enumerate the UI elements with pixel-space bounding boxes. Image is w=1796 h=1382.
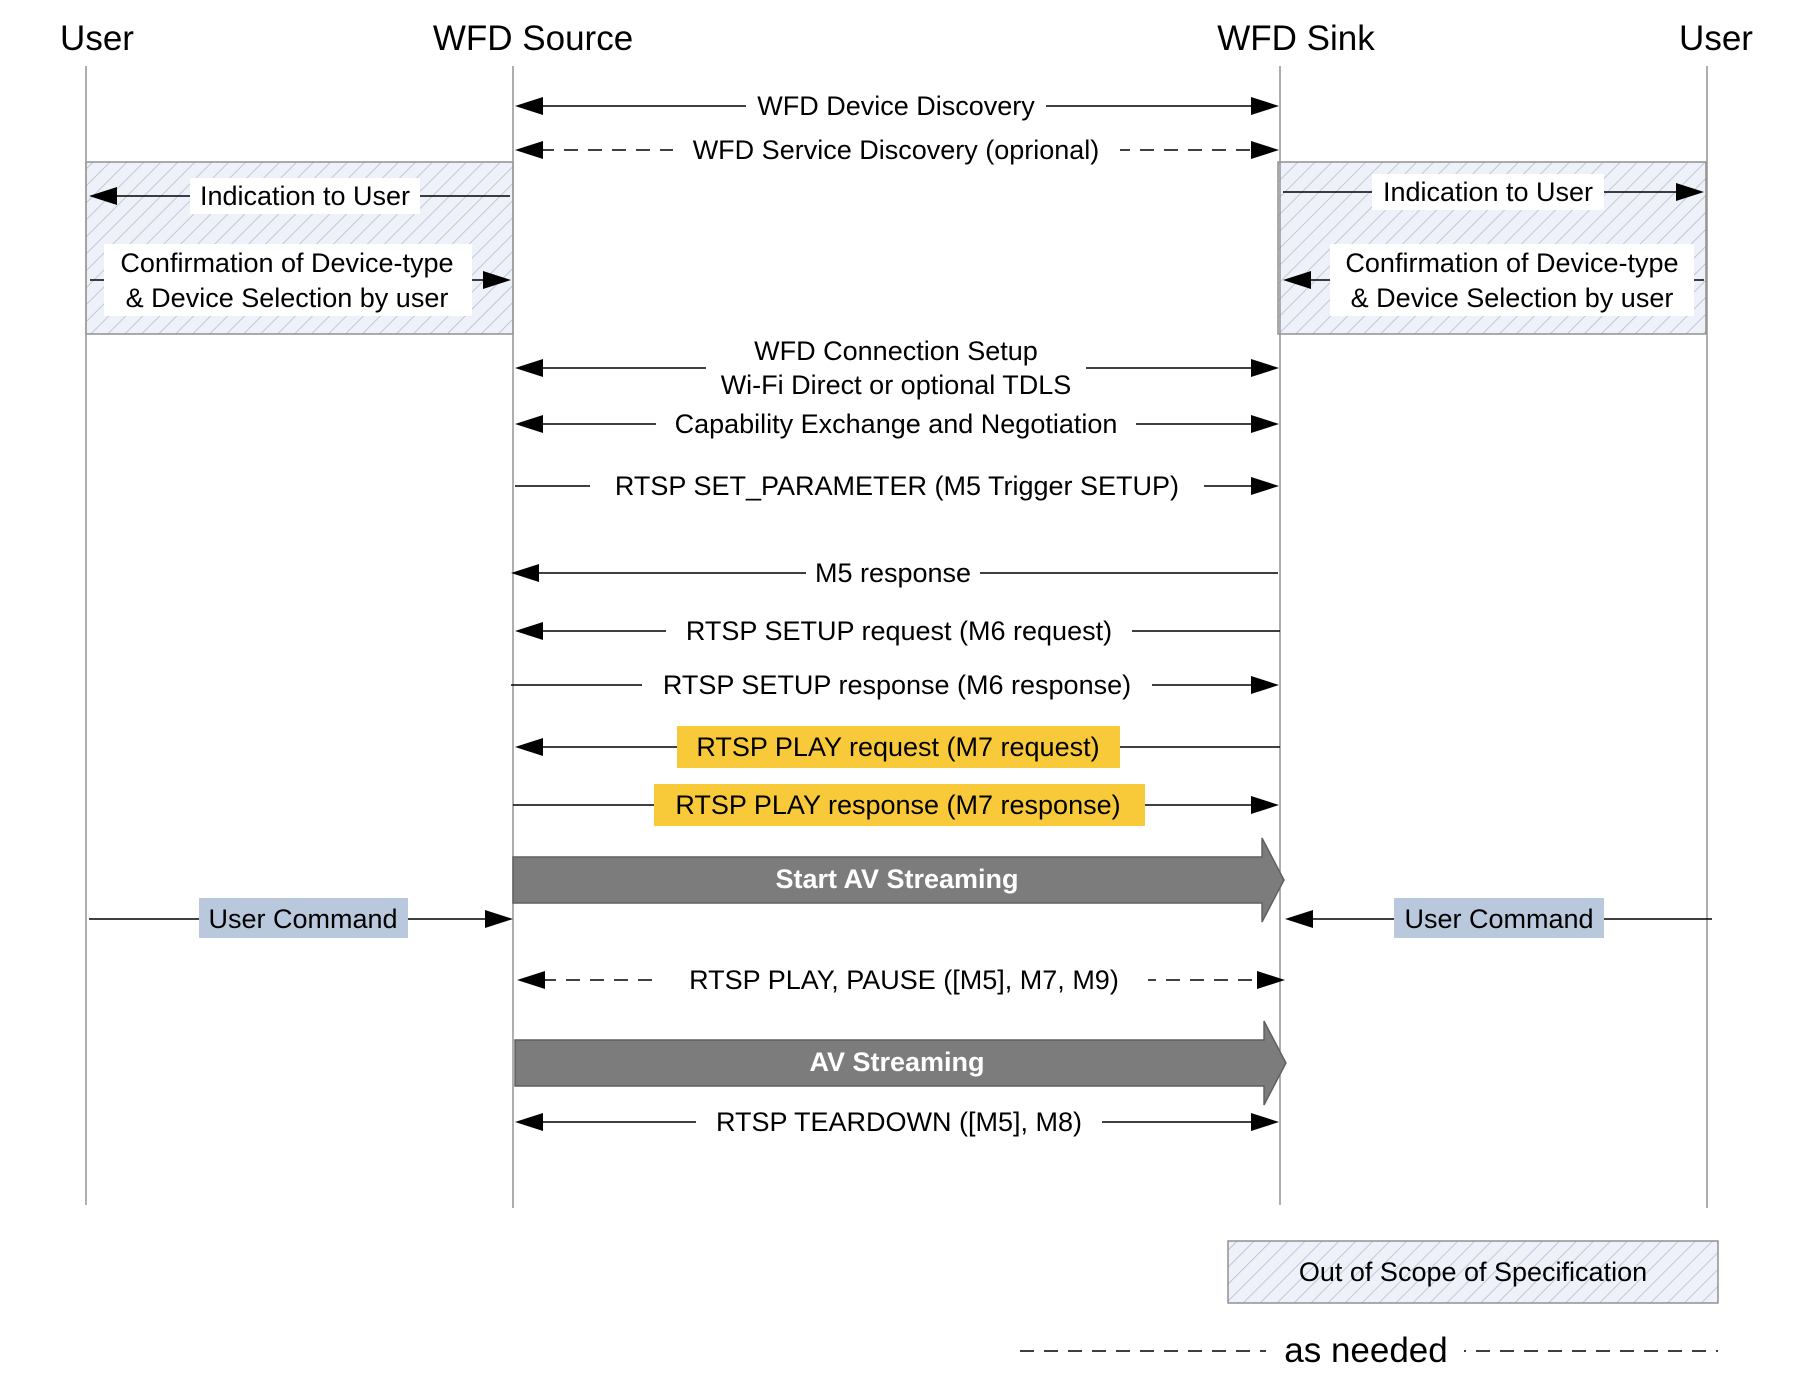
label-play-response: RTSP PLAY response (M7 response) xyxy=(675,790,1120,820)
msg-confirmation-right: Confirmation of Device-type & Device Sel… xyxy=(1283,244,1704,316)
highlight-play-request xyxy=(677,726,1120,768)
legend-as-needed-label: as needed xyxy=(1284,1331,1447,1370)
msg-device-discovery: WFD Device Discovery xyxy=(515,88,1279,124)
label-connection-setup-1: WFD Connection Setup xyxy=(754,336,1038,366)
label-connection-setup-2: Wi-Fi Direct or optional TDLS xyxy=(721,370,1072,400)
label-confirmation-left-2: & Device Selection by user xyxy=(126,283,449,313)
msg-service-discovery: WFD Service Discovery (oprional) xyxy=(515,132,1279,168)
label-setup-request: RTSP SETUP request (M6 request) xyxy=(686,616,1112,646)
highlight-play-response xyxy=(654,784,1145,826)
label-start-av-streaming: Start AV Streaming xyxy=(775,864,1018,894)
label-device-discovery: WFD Device Discovery xyxy=(757,91,1035,121)
block-arrow-start-av-streaming: Start AV Streaming xyxy=(512,837,1285,923)
label-capability-exchange: Capability Exchange and Negotiation xyxy=(675,409,1118,439)
actor-wfd-sink: WFD Sink xyxy=(1217,19,1375,58)
label-confirmation-right-2: & Device Selection by user xyxy=(1351,283,1674,313)
legend: Out of Scope of Specification as needed xyxy=(1020,1240,1719,1372)
actor-user-left: User xyxy=(60,19,134,58)
label-teardown: RTSP TEARDOWN ([M5], M8) xyxy=(716,1107,1082,1137)
label-indication-right: Indication to User xyxy=(1383,177,1593,207)
msg-user-command-left: User Command xyxy=(89,898,513,938)
actor-user-right: User xyxy=(1679,19,1753,58)
msg-indication-right: Indication to User xyxy=(1283,174,1704,210)
msg-connection-setup: WFD Connection Setup Wi-Fi Direct or opt… xyxy=(515,333,1279,403)
msg-play-request: RTSP PLAY request (M7 request) xyxy=(515,726,1280,768)
highlight-user-command-left xyxy=(199,898,408,938)
label-confirmation-right-1: Confirmation of Device-type xyxy=(1345,248,1678,278)
label-set-parameter: RTSP SET_PARAMETER (M5 Trigger SETUP) xyxy=(615,471,1179,501)
msg-capability-exchange: Capability Exchange and Negotiation xyxy=(515,406,1279,442)
legend-out-of-scope-swatch xyxy=(1227,1240,1719,1304)
label-service-discovery: WFD Service Discovery (oprional) xyxy=(693,135,1100,165)
label-play-request: RTSP PLAY request (M7 request) xyxy=(696,732,1099,762)
actor-wfd-source: WFD Source xyxy=(433,19,633,58)
legend-out-of-scope-label: Out of Scope of Specification xyxy=(1299,1257,1647,1287)
label-setup-response: RTSP SETUP response (M6 response) xyxy=(663,670,1131,700)
label-m5-response: M5 response xyxy=(815,558,971,588)
label-confirmation-left-1: Confirmation of Device-type xyxy=(120,248,453,278)
label-indication-left: Indication to User xyxy=(200,181,410,211)
label-user-command-right: User Command xyxy=(1404,904,1593,934)
block-arrow-av-streaming: AV Streaming xyxy=(514,1020,1287,1106)
msg-play-pause: RTSP PLAY, PAUSE ([M5], M7, M9) xyxy=(517,962,1285,998)
msg-setup-request: RTSP SETUP request (M6 request) xyxy=(515,613,1280,649)
label-user-command-left: User Command xyxy=(208,904,397,934)
msg-user-command-right: User Command xyxy=(1285,898,1712,938)
msg-m5-response: M5 response xyxy=(511,555,1278,591)
label-av-streaming: AV Streaming xyxy=(809,1047,984,1077)
msg-setup-response: RTSP SETUP response (M6 response) xyxy=(511,667,1279,703)
msg-indication-left: Indication to User xyxy=(89,178,510,214)
highlight-user-command-right xyxy=(1394,898,1604,938)
msg-confirmation-left: Confirmation of Device-type & Device Sel… xyxy=(90,244,511,316)
label-play-pause: RTSP PLAY, PAUSE ([M5], M7, M9) xyxy=(689,965,1119,995)
msg-play-response: RTSP PLAY response (M7 response) xyxy=(513,784,1279,826)
msg-set-parameter: RTSP SET_PARAMETER (M5 Trigger SETUP) xyxy=(515,468,1279,504)
msg-teardown: RTSP TEARDOWN ([M5], M8) xyxy=(515,1104,1279,1140)
